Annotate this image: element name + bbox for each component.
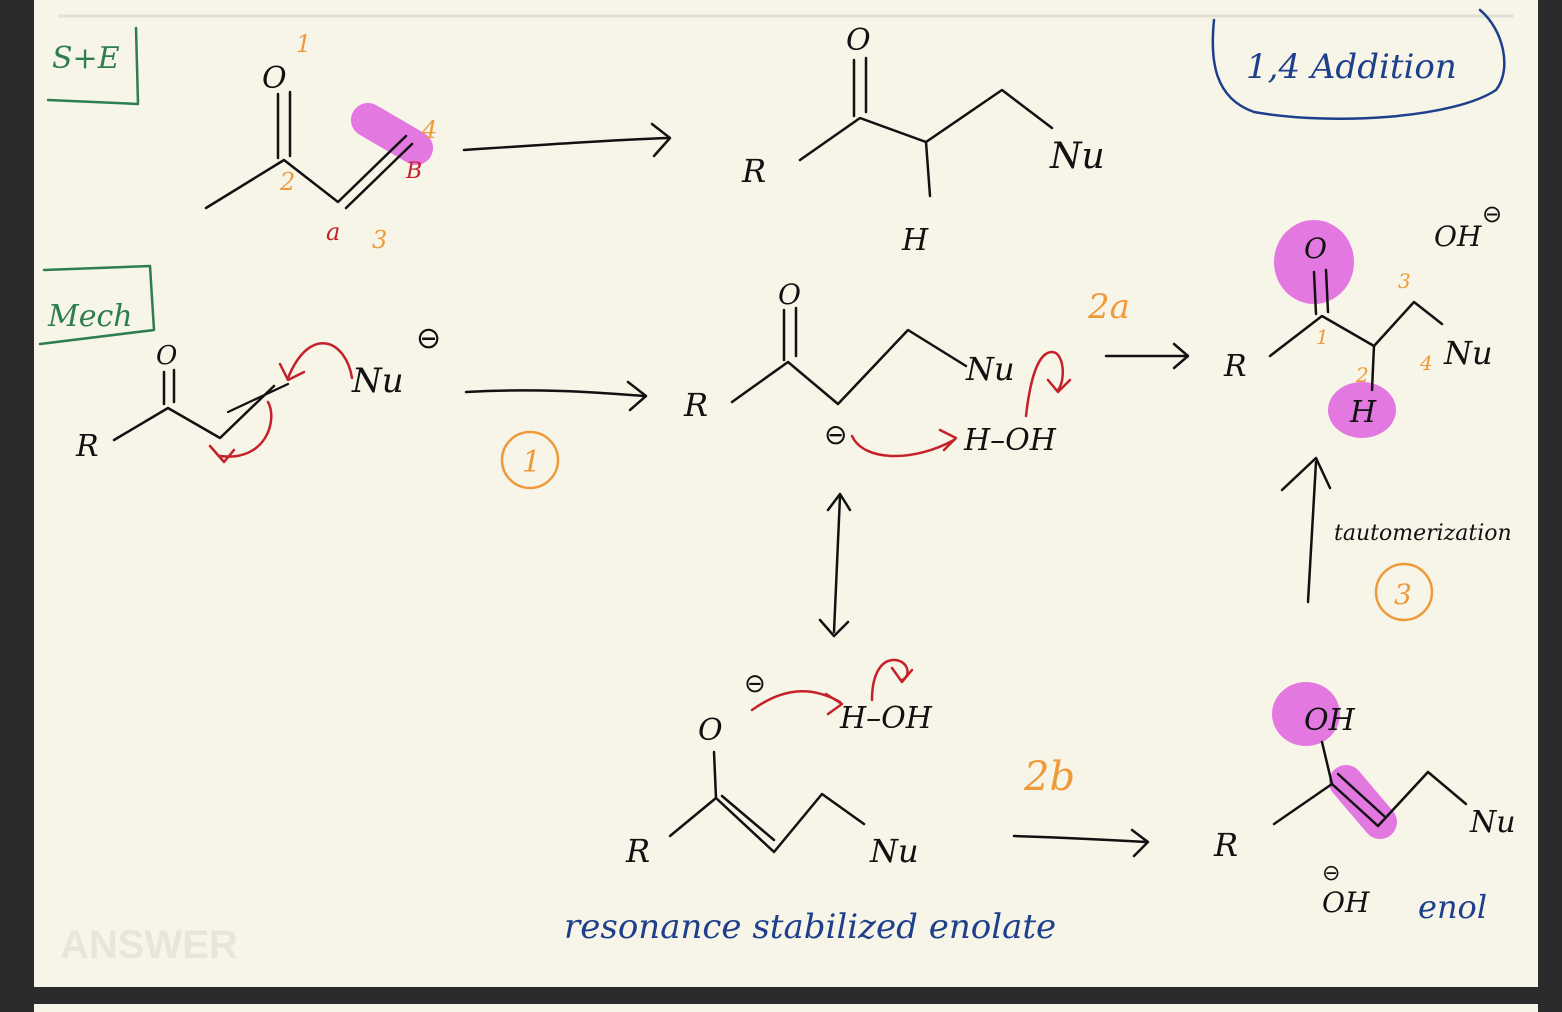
mech-r: R — [75, 429, 99, 464]
alkoxide-charge: ⊖ — [744, 669, 766, 699]
top-arrow — [462, 122, 672, 158]
alkoxide-nu: Nu — [869, 832, 919, 870]
reaction-drawing: S+E O 1 2 3 4 a B O R Nu H 1,4 Addition … — [38, 8, 1516, 967]
step1-arrow: 1 — [464, 380, 648, 490]
enolate-keto: R O Nu ⊖ H–OH — [683, 278, 1072, 458]
answer-watermark: ANSWER — [60, 923, 238, 967]
ste-label: S+E — [52, 41, 120, 76]
enol-oxygen-highlight — [1272, 682, 1340, 746]
resonance-arrow — [818, 492, 852, 638]
enolate-charge: ⊖ — [824, 418, 847, 451]
final-r: R — [1223, 349, 1247, 384]
top-product-nu: Nu — [1049, 136, 1105, 177]
final-num-3: 3 — [1398, 269, 1411, 293]
mech-nu-charge: ⊖ — [416, 321, 441, 356]
enolate-r: R — [683, 386, 708, 424]
addition-box: 1,4 Addition — [1211, 8, 1506, 120]
top-product-oxygen: O — [846, 23, 871, 58]
final-num-1: 1 — [1316, 325, 1329, 349]
top-num-4: 4 — [421, 116, 437, 144]
addition-label: 1,4 Addition — [1246, 47, 1457, 87]
enol-oh: OH — [1304, 703, 1356, 738]
mech-label: Mech — [47, 299, 133, 334]
top-num-1: 1 — [296, 30, 311, 58]
lower-board-edge — [34, 1004, 1538, 1012]
step2b-arrow: 2b — [1012, 754, 1150, 858]
ste-box: S+E — [46, 26, 140, 106]
enolate-nu: Nu — [965, 350, 1015, 388]
enol-label: enol — [1418, 888, 1487, 926]
mech-box: Mech — [38, 264, 156, 346]
step3-label: 3 — [1394, 578, 1412, 611]
enol-r: R — [1213, 826, 1238, 864]
enol-nu: Nu — [1469, 805, 1516, 840]
top-num-3: 3 — [372, 226, 387, 254]
alkoxide-r: R — [625, 832, 650, 870]
tautomerization-label: tautomerization — [1334, 521, 1512, 546]
enolate-alkoxide: O ⊖ R Nu H–OH resonance stabilized enola… — [564, 658, 1056, 947]
step2a-arrow: 2a — [1087, 287, 1190, 370]
final-product: R O H Nu 1 2 3 4 OH ⊖ — [1223, 200, 1502, 438]
final-nu: Nu — [1443, 334, 1493, 372]
step1-label: 1 — [522, 445, 541, 480]
final-hydrogen: H — [1349, 395, 1377, 430]
final-num-4: 4 — [1419, 351, 1433, 375]
hydroxide-bottom-charge: ⊖ — [1322, 861, 1340, 886]
final-hydrogen-highlight — [1328, 382, 1396, 438]
top-alkene-highlight — [351, 103, 433, 165]
mech-oxygen: O — [156, 341, 177, 371]
mech-nu: Nu — [351, 361, 404, 401]
enolate-oxygen: O — [778, 278, 801, 311]
tautomerization-arrow: tautomerization 3 — [1280, 456, 1512, 622]
hydroxide-bottom: OH — [1322, 886, 1370, 919]
enol-product: OH R Nu ⊖ OH enol — [1213, 682, 1516, 926]
top-product-r: R — [741, 152, 766, 190]
top-reactant: O 1 2 3 4 a B — [204, 30, 437, 254]
final-oxygen-highlight — [1274, 220, 1354, 304]
hydroxide-top: OH — [1434, 220, 1482, 253]
top-product-h: H — [901, 223, 929, 258]
top-product: O R Nu H — [741, 23, 1105, 258]
final-num-2: 2 — [1355, 363, 1369, 387]
enolate-water: H–OH — [963, 423, 1057, 458]
alkoxide-oxygen: O — [698, 713, 723, 748]
top-oxygen: O — [262, 61, 287, 96]
step2a-label: 2a — [1087, 287, 1130, 327]
top-num-2: 2 — [279, 168, 295, 196]
top-alpha: a — [326, 218, 340, 246]
top-beta: B — [405, 159, 422, 184]
alkoxide-water: H–OH — [839, 701, 933, 736]
final-oxygen: O — [1304, 232, 1327, 265]
hydroxide-top-charge: ⊖ — [1482, 200, 1502, 228]
whiteboard-canvas: S+E O 1 2 3 4 a B O R Nu H 1,4 Addition … — [34, 0, 1538, 987]
resonance-label: resonance stabilized enolate — [564, 907, 1056, 947]
enol-alkene-highlight — [1329, 765, 1397, 839]
mech-reactant: R O Nu ⊖ — [75, 321, 441, 464]
step2b-label: 2b — [1023, 754, 1075, 800]
